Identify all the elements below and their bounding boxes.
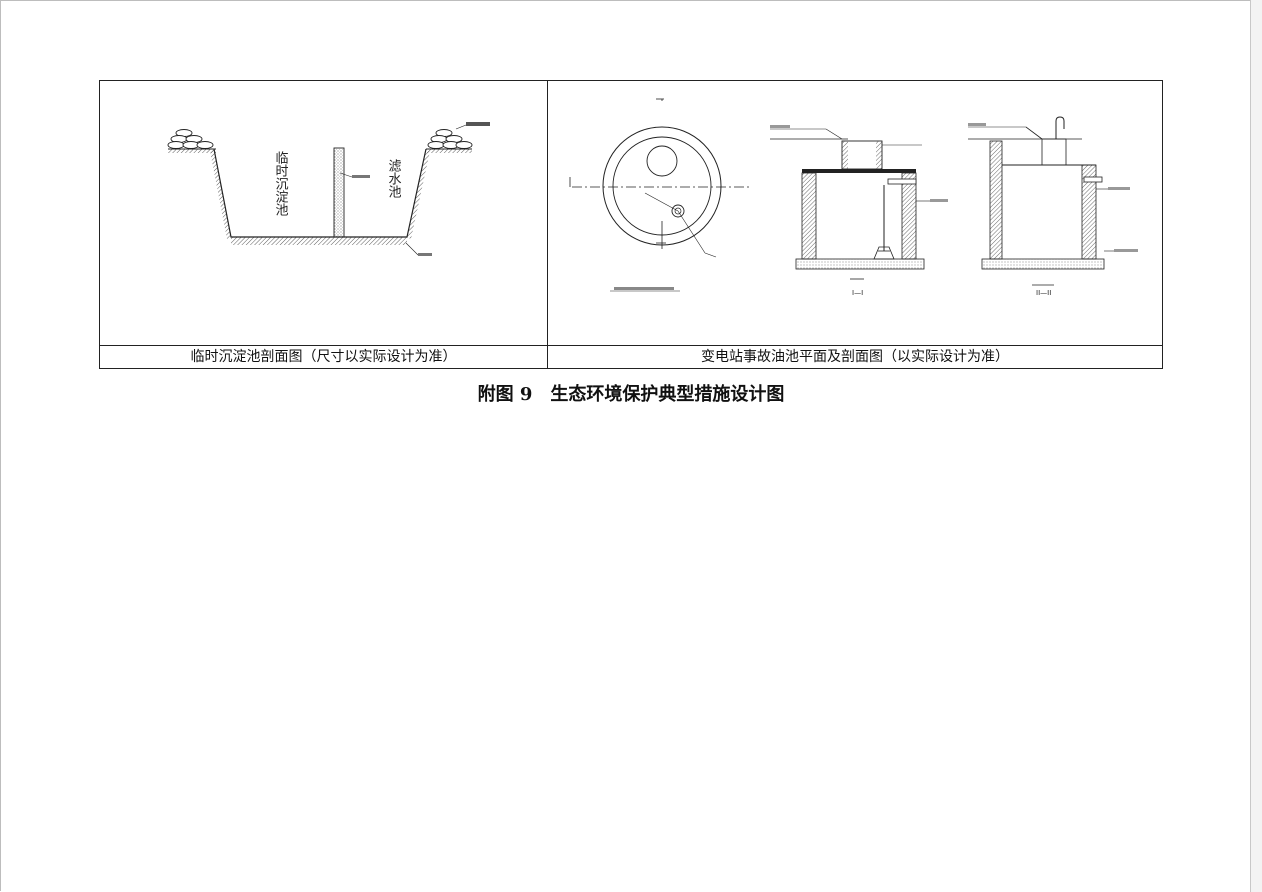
oil-pool-plan-view	[569, 98, 752, 292]
settling-pond-section-drawing: 临时沉淀池 滤水池	[100, 81, 548, 345]
sandbags-right	[427, 129, 473, 149]
oil-pool-caption: 变电站事故油池平面及剖面图（以实际设计为准）	[548, 345, 1162, 368]
oil-pool-section-2: II—II	[968, 116, 1138, 297]
sandbags-left	[167, 129, 214, 149]
figure-title: 附图 9 生态环境保护典型措施设计图	[477, 384, 785, 405]
oil-pool-drawing: I—I II—II	[548, 81, 1162, 345]
settling-pond-svg: 临时沉淀池 滤水池	[167, 122, 490, 256]
oil-pool-section-1: I—I	[770, 125, 948, 297]
scrollbar[interactable]	[1250, 0, 1262, 892]
section-1-label: I—I	[852, 289, 863, 297]
figure-table: 临时沉淀池 滤水池	[99, 80, 1163, 369]
filter-pond-label: 滤水池	[386, 159, 402, 198]
oil-pool-svg: I—I II—II	[569, 98, 1138, 297]
section-2-label: II—II	[1036, 289, 1051, 297]
settling-pond-caption: 临时沉淀池剖面图（尺寸以实际设计为准）	[100, 345, 548, 368]
settling-pond-label: 临时沉淀池	[273, 151, 289, 216]
